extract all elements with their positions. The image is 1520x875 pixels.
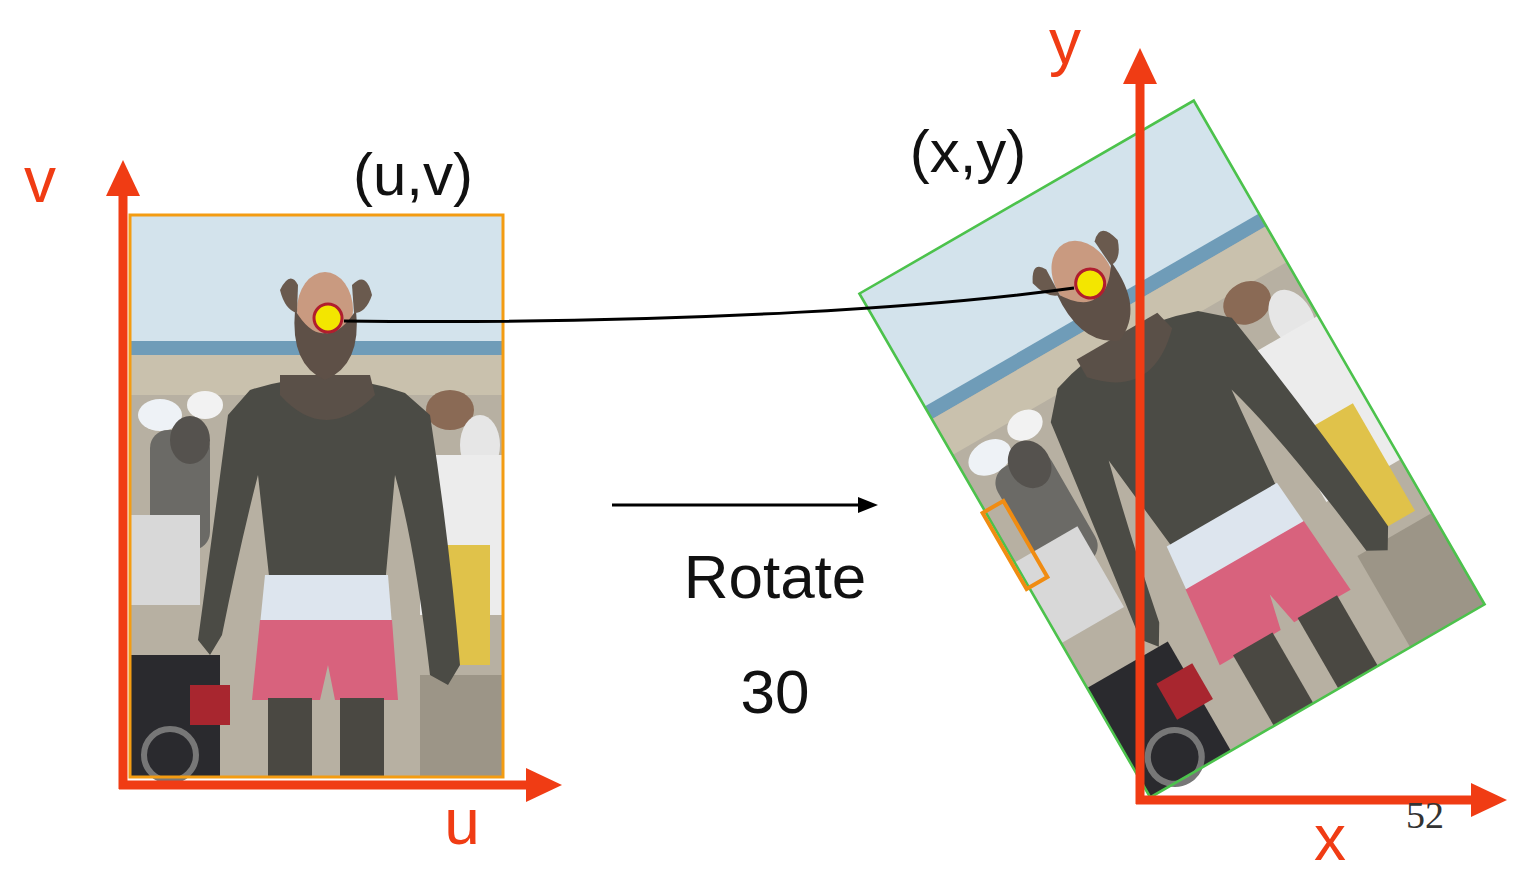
rotate-arrow (612, 497, 878, 513)
pixel-box (983, 501, 1048, 589)
coordinate-label: (x,y) (910, 122, 1027, 182)
rotated-image (859, 101, 1486, 801)
uv-axes (106, 160, 562, 802)
page-number: 52 (1406, 796, 1444, 834)
correspondence-line (344, 288, 1074, 322)
axis-label: v (24, 148, 56, 212)
xy-axes (1123, 48, 1507, 817)
axis-label: y (1049, 10, 1081, 74)
source-image (130, 215, 503, 781)
operation-label: Rotate 30 (650, 520, 900, 749)
axis-label: x (1314, 806, 1346, 870)
coordinate-label: (u,v) (353, 145, 473, 205)
axis-label: u (444, 790, 480, 854)
